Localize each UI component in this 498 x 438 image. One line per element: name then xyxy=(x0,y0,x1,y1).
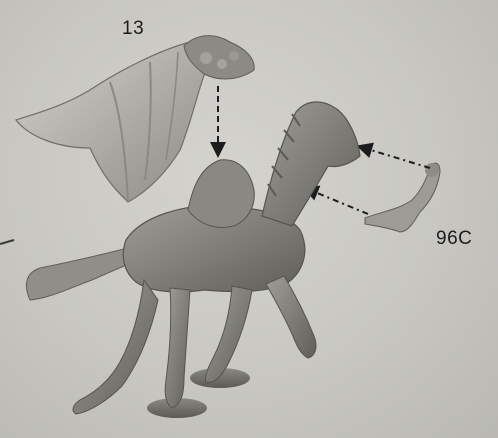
horse-model xyxy=(26,102,360,414)
edge-arrow-stub xyxy=(0,240,14,244)
part-label-13: 13 xyxy=(122,18,144,40)
base-plates xyxy=(147,368,250,418)
arm-part xyxy=(365,163,440,232)
part-label-96c: 96C xyxy=(436,228,472,250)
